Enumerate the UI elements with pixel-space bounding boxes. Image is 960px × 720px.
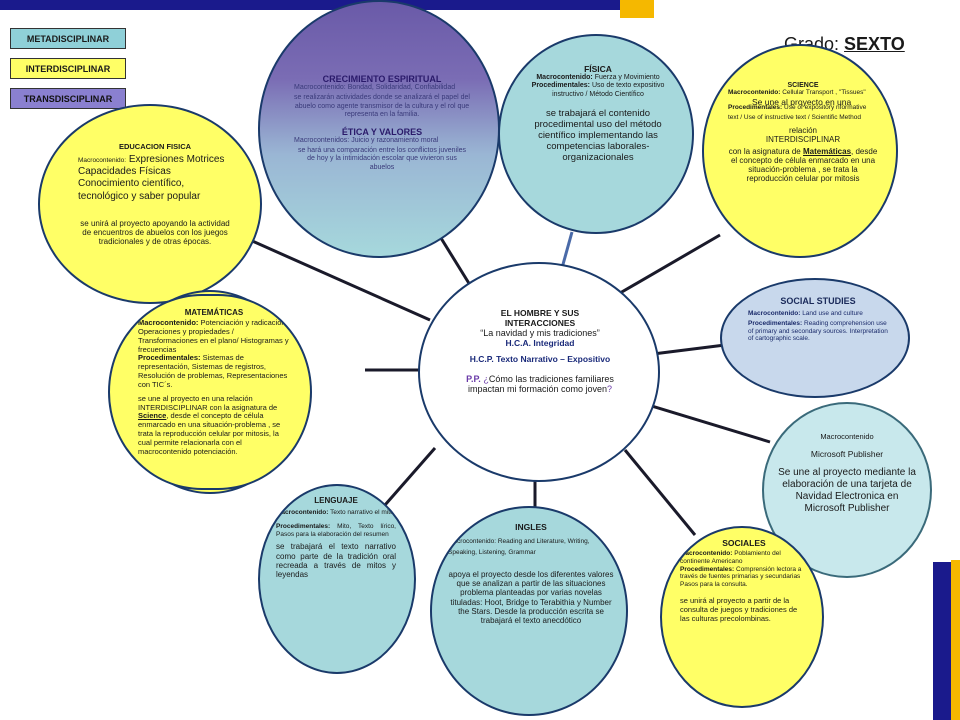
etica-macro: Macrocontenidos: Juicio y razonamiento m… (294, 136, 439, 144)
lenguaje-title: LENGUAJE (314, 496, 358, 505)
node-lenguaje: LENGUAJE Macrocontenido: Texto narrativo… (258, 484, 416, 674)
science-proc-label: Procedimentales: (728, 103, 783, 111)
center-title1: EL HOMBRE Y SUS (500, 308, 580, 318)
node-educacion-fisica: EDUCACION FISICA Macrocontenido: Expresi… (38, 104, 262, 304)
center-pp: P.P. ¿Cómo las tradiciones familiares im… (466, 374, 614, 395)
ingles-body: apoya el proyecto desde los diferentes v… (448, 570, 614, 626)
science-rel1: relación (788, 125, 817, 135)
sociales-proc: Comprensión lectora a través de fuentes … (680, 565, 802, 589)
right-navy-bar (933, 562, 951, 720)
etica-body: se hará una comparación entre los confli… (297, 146, 467, 171)
line-science (607, 233, 721, 302)
fisica-title: FÍSICA (584, 64, 612, 74)
publisher-name: Microsoft Publisher (810, 449, 884, 459)
legend-interdisciplinar: INTERDISCIPLINAR (10, 58, 126, 79)
center-quote: “La navidad y mis tradiciones” (480, 328, 600, 338)
line-fisica (560, 231, 574, 269)
node-crecimiento-espiritual: CRECIMIENTO ESPIRITUAL Macrocontenido: B… (258, 0, 500, 258)
lenguaje-proc: Mito, Texto lírico, Pasos para la elabor… (276, 522, 396, 538)
matematicas-macro: Potenciación y radicación / Operaciones … (138, 318, 290, 354)
line-lenguaje (383, 447, 437, 506)
lenguaje-proc-label: Procedimentales: (276, 522, 331, 530)
educacion-body: se unirá al proyecto apoyando la activid… (80, 218, 230, 247)
node-social-studies: SOCIAL STUDIES Macrocontenido: Land use … (720, 278, 910, 398)
node-fisica: FÍSICA Macrocontenido: Fuerza y Movimien… (498, 34, 694, 234)
educacion-macro: Expresiones Motrices Capacidades Físicas… (78, 154, 225, 202)
social-studies-proc-label: Procedimentales: (748, 319, 803, 327)
science-title: SCIENCE (787, 82, 819, 89)
sociales-macro: Poblamiento del continente Americano (680, 550, 781, 565)
line-educacion (249, 238, 431, 322)
legend-metadisciplinar: METADISCIPLINAR (10, 28, 126, 49)
science-rel2: INTERDISCIPLINAR (765, 134, 841, 144)
center-title2: INTERACCIONES (504, 318, 576, 328)
matematicas-macro-label: Macrocontenido: (138, 318, 199, 327)
educacion-title: EDUCACION FISICA (118, 142, 192, 151)
grade-value: SEXTO (844, 34, 905, 54)
center-hca: H.C.A. Integridad (505, 338, 575, 348)
science-body: con la asignatura de Matemáticas, desde … (728, 146, 878, 184)
sociales-proc-label: Procedimentales: (680, 565, 735, 573)
fisica-proc: Uso de texto expositivo instructivo / Mé… (552, 82, 665, 98)
crecimiento-body: se realizarán actividades donde se anali… (294, 94, 470, 119)
social-studies-macro: Land use and culture (802, 310, 863, 317)
matematicas-title: MATEMÁTICAS (184, 308, 244, 317)
center-hcp: H.C.P. Texto Narrativo – Expositivo (469, 354, 611, 364)
fisica-macro: Fuerza y Movimiento (594, 74, 660, 81)
node-ingles: INGLES Macrocontenido: Reading and Liter… (430, 506, 628, 716)
sociales-body: se unirá al proyecto a partir de la cons… (680, 595, 798, 623)
science-macro: Cellular Transport , "Tissues" (782, 89, 866, 96)
publisher-body: Se une al proyecto mediante la elaboraci… (778, 467, 916, 514)
matematicas-proc-label: Procedimentales: (138, 353, 201, 363)
node-center: EL HOMBRE Y SUS INTERACCIONES “La navida… (418, 262, 660, 482)
science-proc: Use of expository nformative text / Use … (728, 103, 867, 122)
node-science: SCIENCE Macrocontenido: Cellular Transpo… (702, 44, 898, 258)
legend-transdisciplinar: TRANSDISCIPLINAR (10, 88, 126, 109)
fisica-body: se trabajará el contenido procedimental … (534, 108, 662, 163)
social-studies-proc: Reading comprehension use of primary and… (748, 319, 888, 343)
top-navy-bar (0, 0, 620, 10)
publisher-macro: Macrocontenido (820, 432, 874, 441)
top-gold-bar (620, 0, 654, 18)
sociales-title: SOCIALES (722, 538, 766, 548)
crecimiento-title: CRECIMIENTO ESPIRITUAL (322, 74, 442, 84)
node-sociales: SOCIALES Macrocontenido: Poblamiento del… (660, 526, 824, 708)
social-studies-title: SOCIAL STUDIES (780, 296, 856, 306)
crecimiento-macro: Macrocontenido: Bondad, Solidaridad, Con… (294, 84, 456, 91)
science-macro-label: Macrocontenido: (728, 89, 781, 96)
matematicas-body: se une al proyecto en una relación INTER… (138, 393, 281, 456)
fisica-proc-label: Procedimentales: (531, 82, 591, 90)
ingles-macro: Macrocontenido: Reading and Literature, … (448, 538, 590, 557)
right-gold-bar (951, 560, 960, 720)
lenguaje-body: se trabajará el texto narrativo como par… (276, 542, 396, 579)
lenguaje-macro: Texto narrativo el mito (330, 509, 394, 516)
etica-title: ÉTICA Y VALORES (341, 126, 423, 137)
line-sociales (623, 449, 697, 536)
matematicas-proc: Sistemas de representación, Sistemas de … (138, 353, 288, 389)
node-matematicas-body: MATEMÁTICAS Macrocontenido: Potenciación… (108, 294, 312, 490)
social-studies-macro-label: Macrocontenido: (748, 310, 801, 317)
ingles-title: INGLES (515, 522, 547, 532)
educacion-macro-label: Macrocontenido: (78, 157, 127, 164)
sociales-macro-label: Macrocontenido: (680, 550, 733, 557)
line-publisher (631, 398, 771, 444)
fisica-macro-label: Macrocontenido: (536, 74, 593, 81)
science-overlay: Se une al proyecto en una (752, 97, 852, 107)
lenguaje-macro-label: Macrocontenido: (276, 509, 329, 516)
